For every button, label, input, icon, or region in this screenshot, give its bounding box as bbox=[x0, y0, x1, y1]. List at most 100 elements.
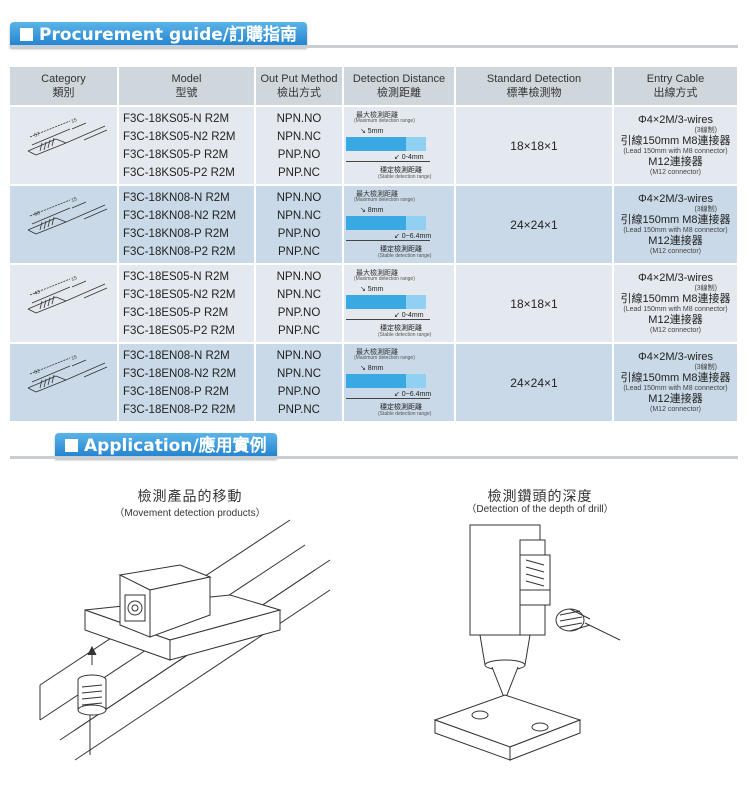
category-cell: 43 15 bbox=[10, 263, 119, 343]
sensing-distance: ↘ 5mm bbox=[360, 285, 384, 293]
sensor-diagram-icon: 43 15 bbox=[27, 275, 108, 314]
output-method: PNP.NO bbox=[277, 148, 321, 161]
output-method: NPN.NO bbox=[276, 112, 322, 125]
detection-bar-extent bbox=[406, 215, 426, 230]
divider bbox=[346, 318, 430, 320]
model-number: F3C-18KS05-N2 R2M bbox=[123, 130, 236, 143]
cable-spec-sub: (3線制) bbox=[694, 127, 717, 134]
model-number: F3C-18EN08-P R2M bbox=[123, 385, 229, 398]
cable-spec: Φ4×2M/3-wires bbox=[637, 351, 714, 363]
procurement-tab: Procurement guide/訂購指南 bbox=[10, 22, 308, 48]
divider bbox=[346, 239, 430, 241]
stable-distance: ↙ 0~6.4mm bbox=[394, 390, 432, 398]
model-number: F3C-18EN08-P2 R2M bbox=[123, 403, 236, 416]
table-row: 52 15 F3C-18EN08-N R2M F3C-18EN08-N2 R2M F… bbox=[10, 342, 739, 421]
stable-distance: ↙ 0-4mm bbox=[394, 311, 424, 319]
cable-cell: Φ4×2M/3-wires (3線制) 引線150mm M8連接器 (Lead … bbox=[613, 105, 739, 185]
model-number: F3C-18KS05-P2 R2M bbox=[123, 166, 235, 179]
cable-spec-sub: (3線制) bbox=[694, 364, 717, 371]
m8-connector-sub: (Lead 150mm with M8 connector) bbox=[623, 148, 728, 155]
max-range-sub: (Maximum detection range) bbox=[354, 196, 415, 203]
detection-bar bbox=[346, 215, 406, 230]
cable-cell: Φ4×2M/3-wires (3線制) 引線150mm M8連接器 (Lead … bbox=[613, 263, 739, 343]
output-method: NPN.NC bbox=[276, 130, 322, 143]
dim-head: 15 bbox=[71, 354, 79, 362]
sensing-distance: ↘ 8mm bbox=[360, 206, 384, 214]
m8-connector: 引線150mm M8連接器 bbox=[620, 135, 731, 147]
conveyor-illustration bbox=[39, 519, 331, 761]
m8-connector-sub: (Lead 150mm with M8 connector) bbox=[623, 385, 728, 392]
stable-distance: ↙ 0-4mm bbox=[394, 153, 424, 161]
m12-connector-sub: (M12 connector) bbox=[650, 406, 701, 413]
max-range-label: 最大檢測距離 bbox=[356, 269, 398, 277]
model-number: F3C-18KN08-N R2M bbox=[123, 191, 230, 204]
max-range-sub: (Maximum detection range) bbox=[354, 275, 415, 282]
model-cell: F3C-18KN08-N R2M F3C-18KN08-N2 R2M F3C-18K… bbox=[118, 184, 256, 264]
stable-range-label: 穩定檢測距離 bbox=[380, 245, 422, 253]
model-number: F3C-18KN08-N2 R2M bbox=[123, 209, 237, 222]
detection-diagram: 最大檢測距離 (Maximum detection range) ↘ 8mm ↙… bbox=[344, 346, 454, 420]
cable-spec-sub: (3線制) bbox=[694, 206, 717, 213]
dim-head: 15 bbox=[71, 275, 79, 283]
stable-range-sub: (Stable detection range) bbox=[378, 173, 432, 180]
model-number: F3C-18EN08-N R2M bbox=[123, 349, 230, 362]
max-range-label: 最大檢測距離 bbox=[356, 190, 398, 198]
output-method: PNP.NO bbox=[277, 227, 321, 240]
cable-cell: Φ4×2M/3-wires (3線制) 引線150mm M8連接器 (Lead … bbox=[613, 342, 739, 421]
divider bbox=[346, 397, 430, 399]
stable-range-label: 穩定檢測距離 bbox=[380, 324, 422, 332]
m8-connector: 引線150mm M8連接器 bbox=[620, 372, 731, 384]
model-number: F3C-18ES05-N2 R2M bbox=[123, 288, 236, 301]
stable-range-sub: (Stable detection range) bbox=[378, 410, 432, 417]
output-method: PNP.NO bbox=[277, 385, 321, 398]
left-caption: 檢測產品的移動 bbox=[137, 488, 243, 504]
output-method: NPN.NO bbox=[276, 270, 322, 283]
model-number: F3C-18EN08-N2 R2M bbox=[123, 367, 237, 380]
model-number: F3C-18KS05-P R2M bbox=[123, 148, 229, 161]
cable-spec: Φ4×2M/3-wires bbox=[637, 272, 714, 284]
category-cell: 52 15 bbox=[10, 342, 119, 421]
divider bbox=[10, 456, 738, 459]
detection-cell: 最大檢測距離 (Maximum detection range) ↘ 5mm ↙… bbox=[343, 105, 456, 185]
detection-diagram: 最大檢測距離 (Maximum detection range) ↘ 5mm ↙… bbox=[344, 267, 454, 341]
output-method: NPN.NC bbox=[276, 209, 322, 222]
stable-range-label: 穩定檢測距離 bbox=[380, 166, 422, 174]
m8-connector: 引線150mm M8連接器 bbox=[620, 214, 731, 226]
model-number: F3C-18KN08-P R2M bbox=[123, 227, 229, 240]
output-method: NPN.NO bbox=[276, 349, 322, 362]
model-number: F3C-18ES05-N R2M bbox=[123, 270, 230, 283]
m12-connector-sub: (M12 connector) bbox=[650, 169, 701, 176]
m8-connector-sub: (Lead 150mm with M8 connector) bbox=[623, 227, 728, 234]
output-method: NPN.NC bbox=[276, 288, 322, 301]
output-method: NPN.NC bbox=[276, 367, 322, 380]
category-cell: 57 15 bbox=[10, 105, 119, 185]
m12-connector: M12連接器 bbox=[648, 235, 703, 247]
dim-head: 15 bbox=[71, 117, 79, 125]
divider bbox=[10, 45, 738, 48]
divider bbox=[346, 160, 430, 162]
application-title: Application/應用實例 bbox=[84, 436, 267, 456]
sensing-distance: ↘ 5mm bbox=[360, 127, 384, 135]
detection-diagram: 最大檢測距離 (Maximum detection range) ↘ 5mm ↙… bbox=[344, 109, 454, 183]
standard-detection-cell: 18×18×1 bbox=[455, 105, 614, 185]
application-tab: Application/應用實例 bbox=[55, 433, 277, 459]
model-number: F3C-18KN08-P2 R2M bbox=[123, 245, 236, 258]
cable-cell: Φ4×2M/3-wires (3線制) 引線150mm M8連接器 (Lead … bbox=[613, 184, 739, 264]
dim-length: 43 bbox=[34, 289, 42, 297]
m12-connector: M12連接器 bbox=[648, 393, 703, 405]
dim-head: 15 bbox=[71, 196, 79, 204]
max-range-sub: (Maximum detection range) bbox=[354, 117, 415, 124]
detection-bar-extent bbox=[406, 136, 426, 151]
detection-cell: 最大檢測距離 (Maximum detection range) ↘ 8mm ↙… bbox=[343, 342, 456, 421]
